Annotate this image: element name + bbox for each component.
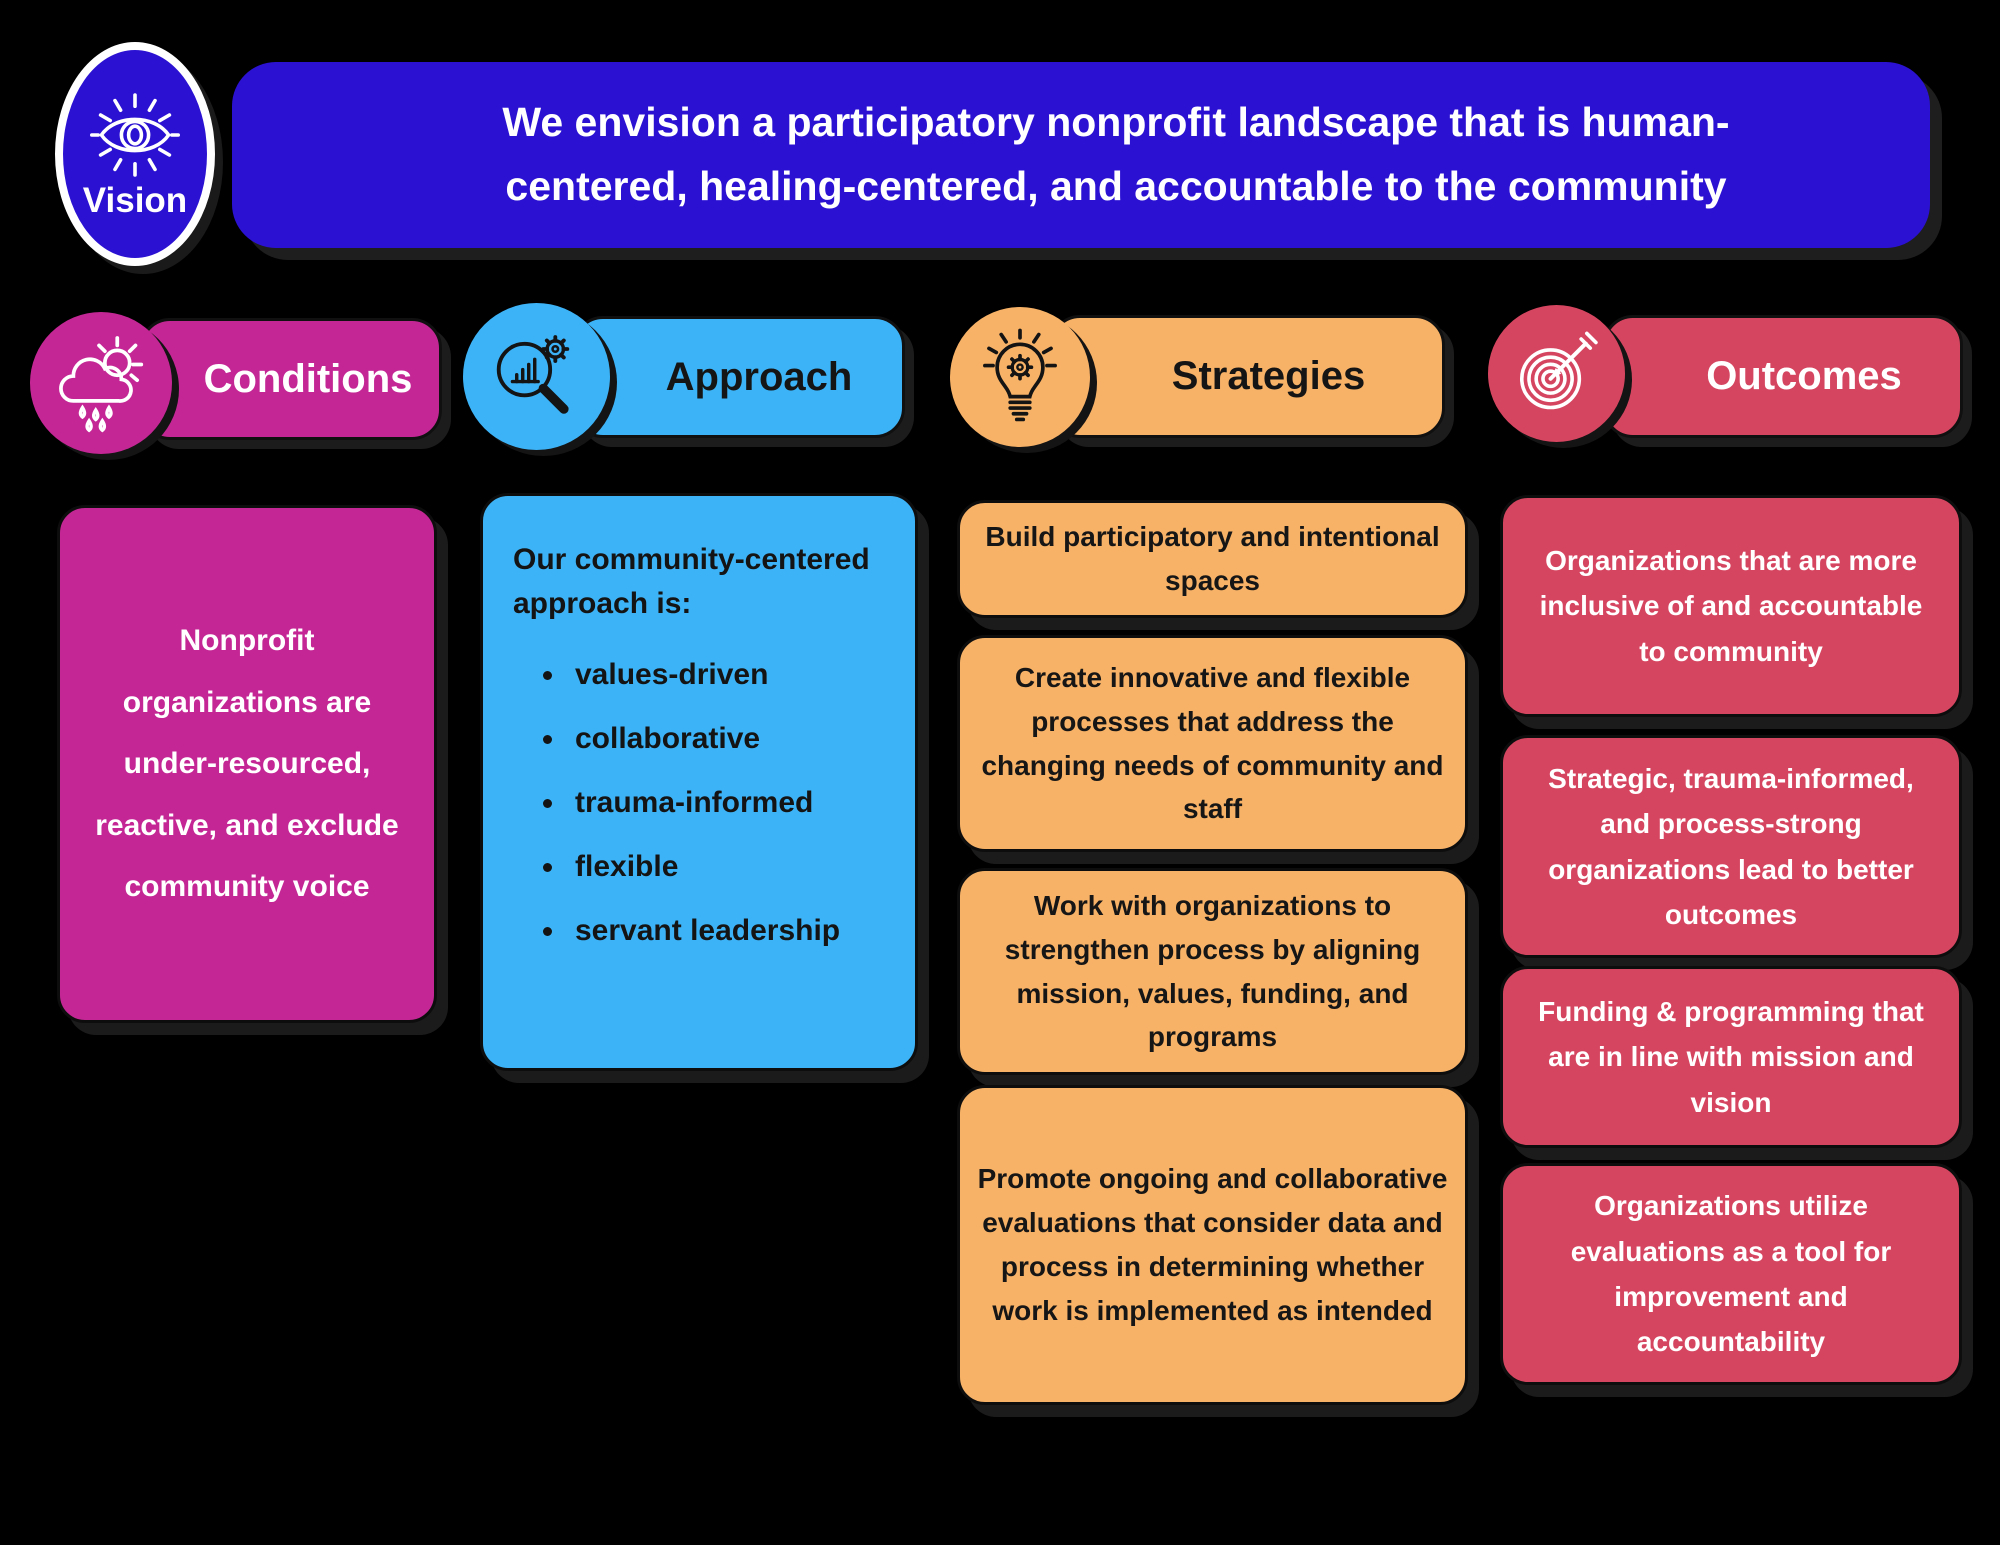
conditions-header-circle — [30, 312, 172, 454]
strategy-card-1: Build participatory and intentional spac… — [957, 500, 1468, 618]
approach-bullet-item: servant leadership — [567, 911, 840, 950]
outcome-card-1-text: Organizations that are more inclusive of… — [1539, 544, 1923, 667]
vision-statement-line-2: centered, healing-centered, and accounta… — [505, 163, 1727, 209]
strategies-header-pill: Strategies — [1050, 315, 1445, 438]
conditions-card-text: Nonprofit organizations are under-resour… — [95, 624, 399, 904]
outcome-card-1: Organizations that are more inclusive of… — [1500, 495, 1962, 717]
strategy-card-2: Create innovative and flexible processes… — [957, 635, 1468, 852]
conditions-header-pill: Conditions — [140, 318, 442, 440]
outcome-card-4: Organizations utilize evaluations as a t… — [1500, 1163, 1962, 1385]
approach-intro: Our community-centered approach is: — [513, 543, 870, 620]
vision-label: Vision — [82, 181, 188, 220]
approach-bullet-item: values-driven — [567, 655, 840, 694]
approach-bullet-list: values-driven collaborative trauma-infor… — [527, 655, 840, 975]
conditions-card: Nonprofit organizations are under-resour… — [57, 505, 437, 1023]
strategy-card-2-text: Create innovative and flexible processes… — [981, 661, 1444, 825]
vision-statement-line-1: We envision a participatory nonprofit la… — [502, 99, 1730, 146]
approach-card: Our community-centered approach is: valu… — [480, 493, 918, 1071]
vision-badge: Vision — [55, 42, 215, 266]
strategies-header-circle — [950, 307, 1090, 447]
approach-bullet-item: trauma-informed — [567, 783, 840, 822]
strategy-card-3-text: Work with organizations to strengthen pr… — [1004, 889, 1421, 1053]
strategies-label: Strategies — [1171, 354, 1366, 398]
outcome-card-4-text: Organizations utilize evaluations as a t… — [1570, 1190, 1892, 1358]
strategy-card-1-text: Build participatory and intentional spac… — [985, 521, 1440, 596]
rain-cloud-sun-icon — [59, 336, 144, 433]
approach-bullet-item: collaborative — [567, 719, 840, 758]
vision-banner: We envision a participatory nonprofit la… — [232, 62, 1930, 248]
approach-label: Approach — [665, 354, 853, 399]
approach-bullet-item: flexible — [567, 847, 840, 886]
approach-header-circle — [463, 303, 610, 450]
conditions-label: Conditions — [203, 356, 413, 401]
outcomes-header-circle — [1488, 305, 1625, 442]
lightbulb-gear-icon — [983, 328, 1057, 422]
eye-icon — [90, 93, 180, 177]
outcome-card-2: Strategic, trauma-informed, and process-… — [1500, 735, 1962, 958]
outcome-card-3: Funding & programming that are in line w… — [1500, 966, 1962, 1148]
outcomes-label: Outcomes — [1706, 354, 1902, 398]
outcome-card-2-text: Strategic, trauma-informed, and process-… — [1548, 762, 1914, 930]
outcomes-header-pill: Outcomes — [1603, 315, 1963, 438]
outcome-card-3-text: Funding & programming that are in line w… — [1538, 995, 1924, 1118]
strategy-card-4-text: Promote ongoing and collaborative evalua… — [977, 1163, 1448, 1326]
strategy-card-4: Promote ongoing and collaborative evalua… — [957, 1085, 1468, 1405]
approach-header-pill: Approach — [573, 316, 905, 438]
rain-drops — [79, 404, 113, 433]
target-arrow-icon — [1519, 331, 1598, 409]
magnifier-bar-chart-gear-icon — [496, 335, 570, 414]
strategy-card-3: Work with organizations to strengthen pr… — [957, 868, 1468, 1075]
